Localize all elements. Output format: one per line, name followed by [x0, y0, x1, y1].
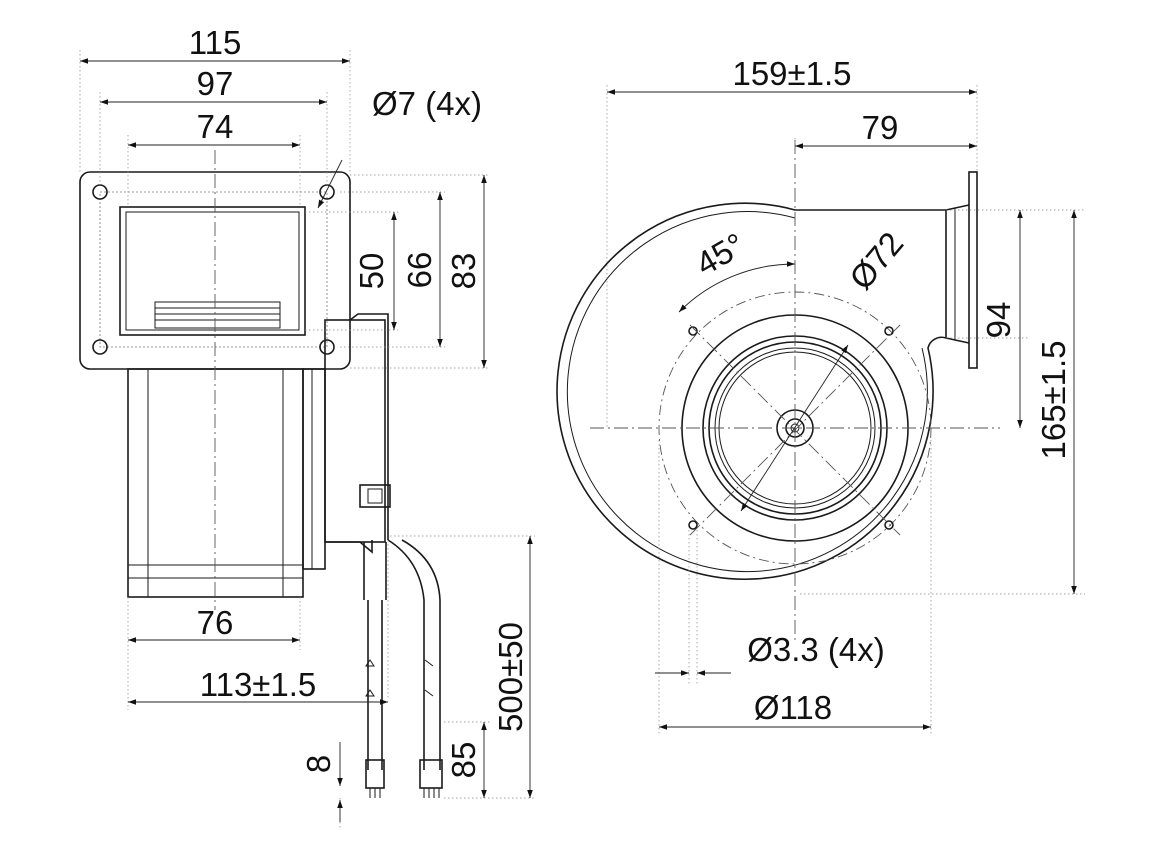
dim-8: 8	[300, 755, 337, 773]
dim-115: 115	[189, 24, 242, 61]
dim-66: 66	[401, 252, 438, 289]
dim-inlet-72: Ø72	[842, 225, 910, 297]
dim-118: Ø118	[754, 689, 832, 726]
dim-97: 97	[197, 65, 234, 102]
side-view: 115 97 74 Ø7 (4x) 76 113±1.5 50 66 83 50…	[79, 24, 535, 830]
dim-hole-dia-3-3: Ø3.3 (4x)	[747, 631, 885, 668]
dim-113: 113±1.5	[200, 666, 317, 703]
dim-76: 76	[197, 604, 234, 641]
outlet-flange	[945, 171, 978, 369]
dim-94: 94	[980, 302, 1017, 339]
dim-angle-45: 45°	[689, 226, 751, 283]
front-holes	[688, 326, 894, 530]
side-extension-lines	[79, 50, 535, 830]
front-extension-lines	[606, 85, 1085, 735]
dim-hole-dia-7: Ø7 (4x)	[372, 85, 482, 122]
dim-74: 74	[197, 108, 234, 145]
dim-500: 500±50	[492, 622, 529, 732]
inlet-opening	[119, 206, 306, 336]
dim-159: 159±1.5	[732, 55, 851, 92]
dim-165: 165±1.5	[1035, 340, 1072, 459]
front-view: 159±1.5 79 45° Ø72 94 165±1.5 Ø3.3 (4x) …	[556, 55, 1085, 735]
scroll-housing	[556, 202, 947, 581]
hole-pitch-rect	[99, 191, 328, 348]
dim-85: 85	[445, 742, 482, 779]
dim-79: 79	[862, 109, 899, 146]
dim-83: 83	[445, 253, 482, 290]
motor-body	[127, 313, 391, 598]
dim-50: 50	[353, 253, 390, 290]
cable-bundle	[363, 539, 443, 798]
flange-holes	[92, 184, 335, 355]
